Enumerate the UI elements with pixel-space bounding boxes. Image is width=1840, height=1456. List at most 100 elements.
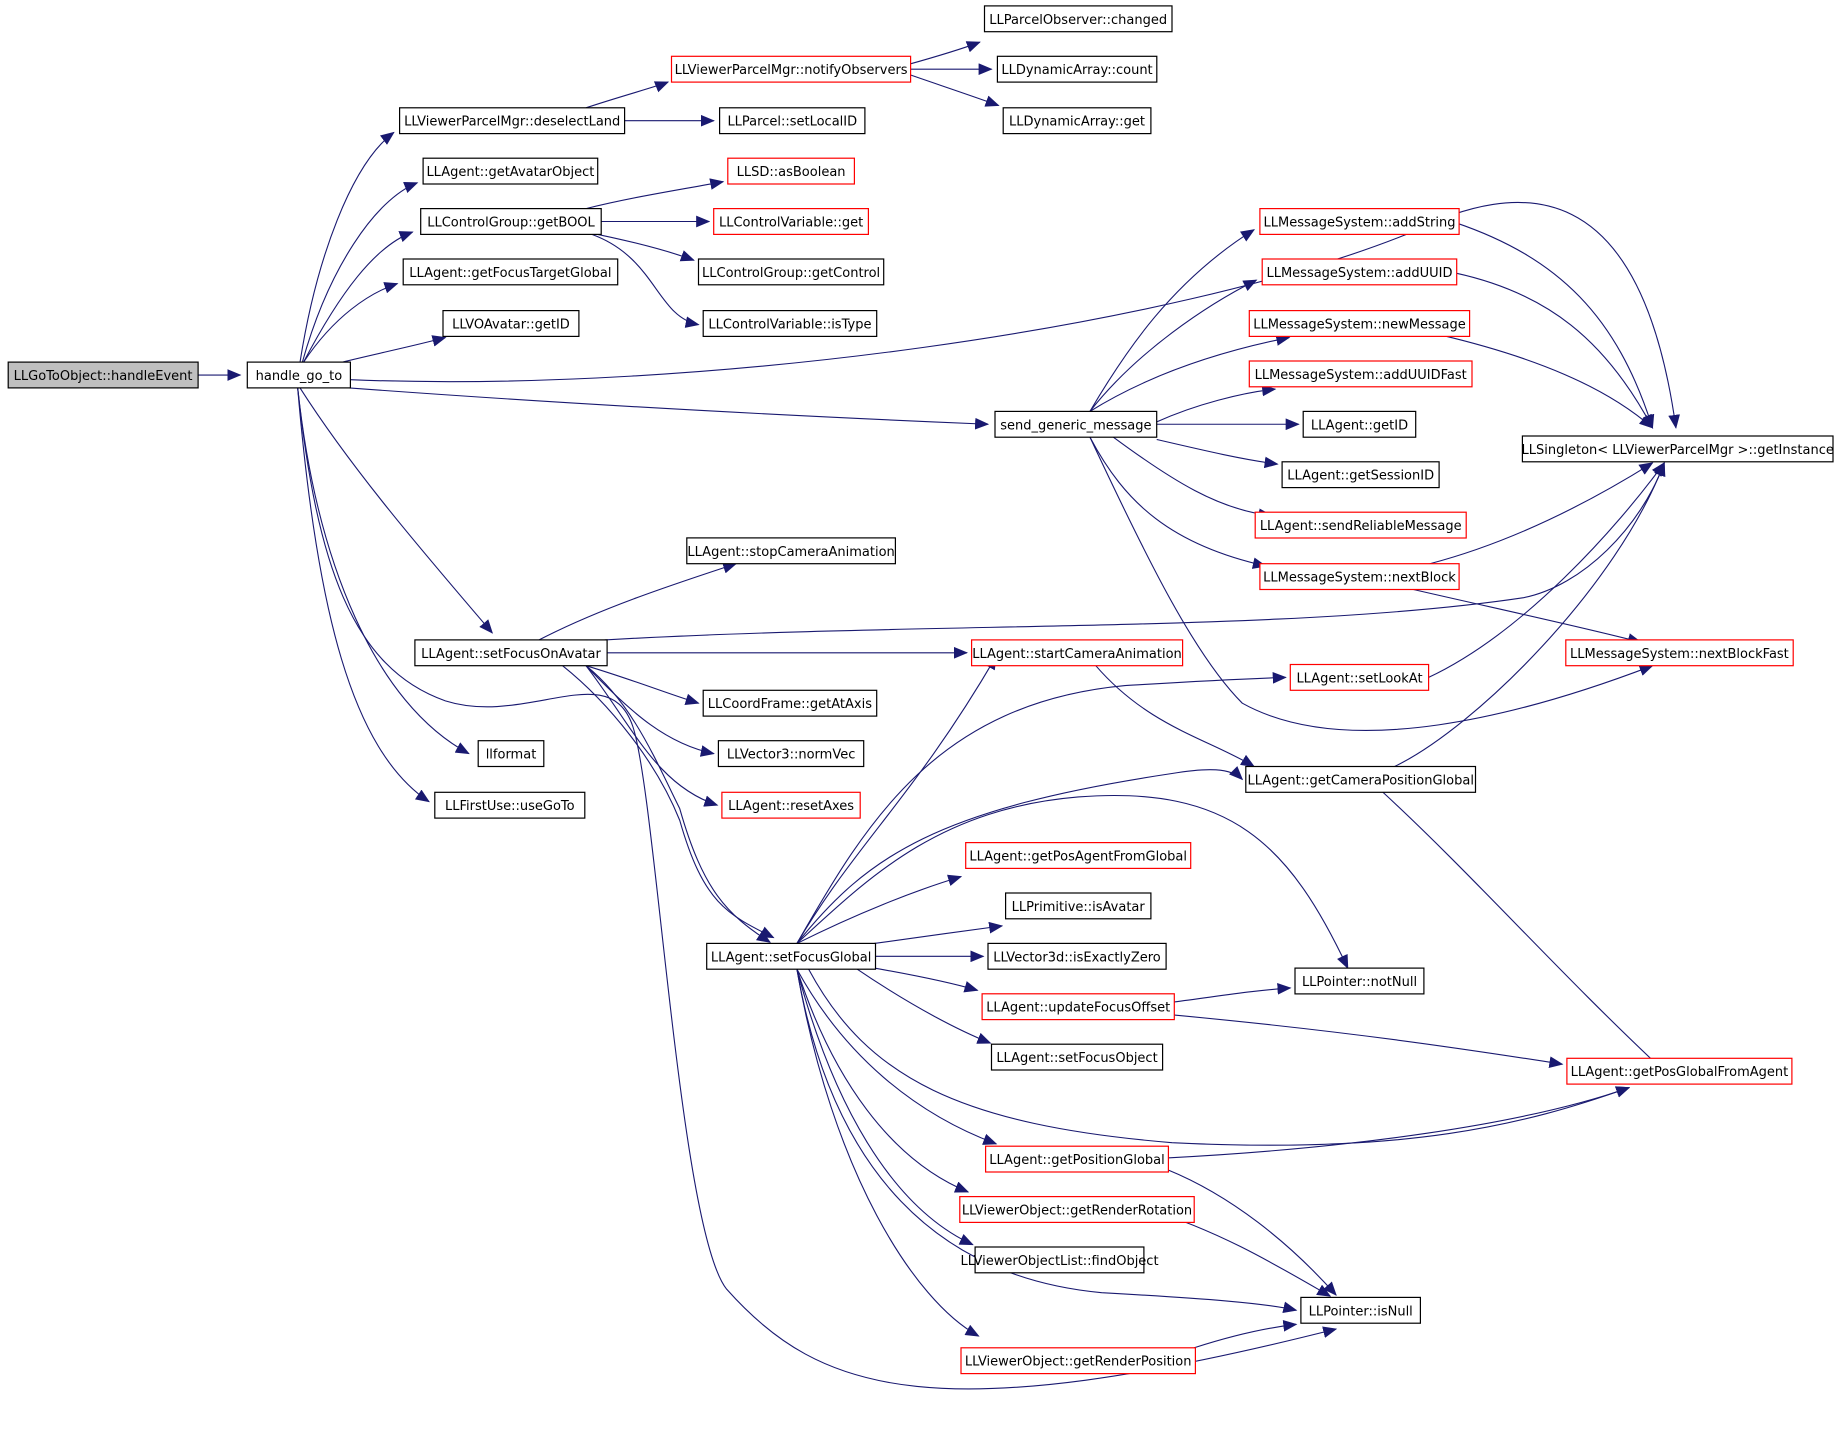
function-node[interactable]: LLControlGroup::getControl [697, 258, 885, 286]
function-node-label: LLAgent::startCameraAnimation [972, 647, 1182, 662]
function-node-label: LLSingleton< LLViewerParcelMgr >::getIns… [1522, 443, 1834, 458]
function-node[interactable]: LLControlVariable::isType [702, 310, 878, 338]
function-node[interactable]: LLPointer::isNull [1300, 1296, 1422, 1324]
function-node[interactable]: LLViewerParcelMgr::notifyObservers [670, 55, 912, 83]
function-node[interactable]: LLAgent::getSessionID [1281, 461, 1440, 489]
call-edge [298, 388, 1338, 1389]
function-node[interactable]: LLAgent::getPositionGlobal [984, 1145, 1169, 1173]
function-node[interactable]: LLSingleton< LLViewerParcelMgr >::getIns… [1522, 435, 1834, 463]
call-edge [1194, 1319, 1298, 1347]
function-node-label: LLVOAvatar::getID [452, 318, 570, 333]
function-node-box [246, 361, 352, 389]
function-node-label: LLAgent::setFocusOnAvatar [421, 647, 601, 662]
function-node[interactable]: LLFirstUse::useGoTo [434, 791, 586, 819]
function-node-label: LLAgent::getCameraPositionGlobal [1247, 773, 1473, 788]
function-node[interactable]: send_generic_message [994, 410, 1158, 438]
function-node[interactable]: LLVector3d::isExactlyZero [987, 942, 1167, 970]
function-node[interactable]: llformat [477, 740, 545, 768]
function-node[interactable]: LLPointer::notNull [1294, 967, 1425, 995]
call-edge [797, 969, 1298, 1314]
call-edge [1167, 1170, 1337, 1296]
call-edge [586, 666, 700, 705]
function-node[interactable]: LLAgent::startCameraAnimation [970, 639, 1184, 667]
function-node-box [965, 841, 1192, 869]
function-node-label: LLAgent::getAvatarObject [426, 165, 594, 180]
function-node-label: LLFirstUse::useGoTo [445, 799, 575, 814]
function-node-label: LLAgent::getPosGlobalFromAgent [1571, 1065, 1789, 1080]
call-edge [797, 969, 970, 1192]
function-node-box [727, 157, 855, 185]
function-node[interactable]: LLAgent::getPosGlobalFromAgent [1566, 1057, 1793, 1085]
function-node[interactable]: LLAgent::getAvatarObject [422, 157, 599, 185]
call-edge [1090, 437, 1267, 569]
function-node-label: LLMessageSystem::newMessage [1253, 318, 1466, 333]
function-node-label: LLDynamicArray::count [1001, 63, 1152, 78]
function-node[interactable]: LLMessageSystem::nextBlock [1259, 563, 1460, 591]
function-node[interactable]: LLAgent::getCameraPositionGlobal [1245, 765, 1477, 793]
function-node[interactable]: LLParcelObserver::changed [983, 5, 1173, 33]
function-node[interactable]: LLDynamicArray::count [996, 55, 1158, 83]
function-node[interactable]: LLAgent::sendReliableMessage [1254, 511, 1467, 539]
function-node[interactable]: LLAgent::getFocusTargetGlobal [402, 258, 619, 286]
function-node[interactable]: LLViewerObjectList::findObject [960, 1246, 1159, 1274]
call-edge [298, 388, 470, 754]
function-node[interactable]: LLMessageSystem::newMessage [1248, 310, 1471, 338]
call-edge [797, 671, 1287, 943]
call-edge [874, 921, 1004, 944]
call-edge [586, 178, 725, 209]
function-node[interactable]: LLViewerParcelMgr::deselectLand [399, 107, 626, 135]
function-node[interactable]: LLAgent::stopCameraAnimation [686, 537, 896, 565]
function-node[interactable]: LLSD::asBoolean [727, 157, 855, 185]
call-edge [586, 666, 719, 807]
function-node[interactable]: LLParcel::setLocalID [718, 107, 866, 135]
call-edge [1173, 1015, 1564, 1068]
function-node[interactable]: LLAgent::setFocusObject [990, 1043, 1164, 1071]
function-node-box [702, 689, 878, 717]
function-node[interactable]: LLAgent::getID [1302, 410, 1417, 438]
function-node-box [1281, 461, 1440, 489]
function-node[interactable]: handle_go_to [246, 361, 352, 389]
function-node[interactable]: LLGoToObject::handleEvent [7, 361, 199, 389]
function-node-box [1565, 639, 1794, 667]
call-edge [605, 461, 1666, 640]
function-node[interactable]: LLDynamicArray::get [1002, 107, 1152, 135]
function-node[interactable]: LLAgent::setFocusOnAvatar [414, 639, 608, 667]
function-node[interactable]: LLAgent::getPosAgentFromGlobal [965, 841, 1192, 869]
function-node-box [1004, 892, 1152, 920]
function-node-label: llformat [486, 748, 537, 763]
function-node-label: LLMessageSystem::addUUIDFast [1255, 368, 1467, 383]
function-node-box [1002, 107, 1152, 135]
function-node[interactable]: LLVOAvatar::getID [442, 310, 580, 338]
function-node[interactable]: LLMessageSystem::addUUIDFast [1248, 360, 1473, 388]
call-edge [586, 81, 670, 108]
function-node-label: LLAgent::stopCameraAnimation [687, 545, 894, 560]
call-edge [908, 41, 981, 64]
function-node-label: LLVector3d::isExactlyZero [993, 950, 1161, 965]
function-node-label: LLMessageSystem::nextBlockFast [1570, 647, 1789, 662]
function-node-label: LLAgent::sendReliableMessage [1260, 519, 1462, 534]
function-node-box [1259, 208, 1460, 236]
function-node[interactable]: LLVector3::normVec [717, 740, 865, 768]
function-node[interactable]: LLCoordFrame::getAtAxis [702, 689, 878, 717]
function-node[interactable]: LLViewerObject::getRenderRotation [959, 1195, 1195, 1223]
function-node[interactable]: LLMessageSystem::addString [1259, 208, 1460, 236]
function-node[interactable]: LLControlGroup::getBOOL [420, 208, 602, 236]
function-node[interactable]: LLControlVariable::get [713, 208, 870, 236]
function-node-box [990, 1043, 1164, 1071]
function-node-box [994, 410, 1158, 438]
function-node-label: LLGoToObject::handleEvent [14, 369, 193, 384]
function-node[interactable]: LLAgent::updateFocusOffset [981, 993, 1175, 1021]
function-node[interactable]: LLAgent::resetAxes [721, 791, 861, 819]
function-node-box [987, 942, 1167, 970]
function-node[interactable]: LLPrimitive::isAvatar [1004, 892, 1152, 920]
function-node-label: LLDynamicArray::get [1009, 115, 1145, 130]
function-node[interactable]: LLMessageSystem::addUUID [1261, 258, 1458, 286]
function-node[interactable]: LLAgent::setLookAt [1289, 663, 1430, 691]
function-node-box [422, 157, 599, 185]
function-node-label: LLAgent::setLookAt [1296, 671, 1422, 686]
function-node-box [1566, 1057, 1793, 1085]
function-node[interactable]: LLAgent::setFocusGlobal [706, 942, 877, 970]
function-node[interactable]: LLViewerObject::getRenderPosition [960, 1347, 1196, 1375]
function-node[interactable]: LLMessageSystem::nextBlockFast [1565, 639, 1794, 667]
